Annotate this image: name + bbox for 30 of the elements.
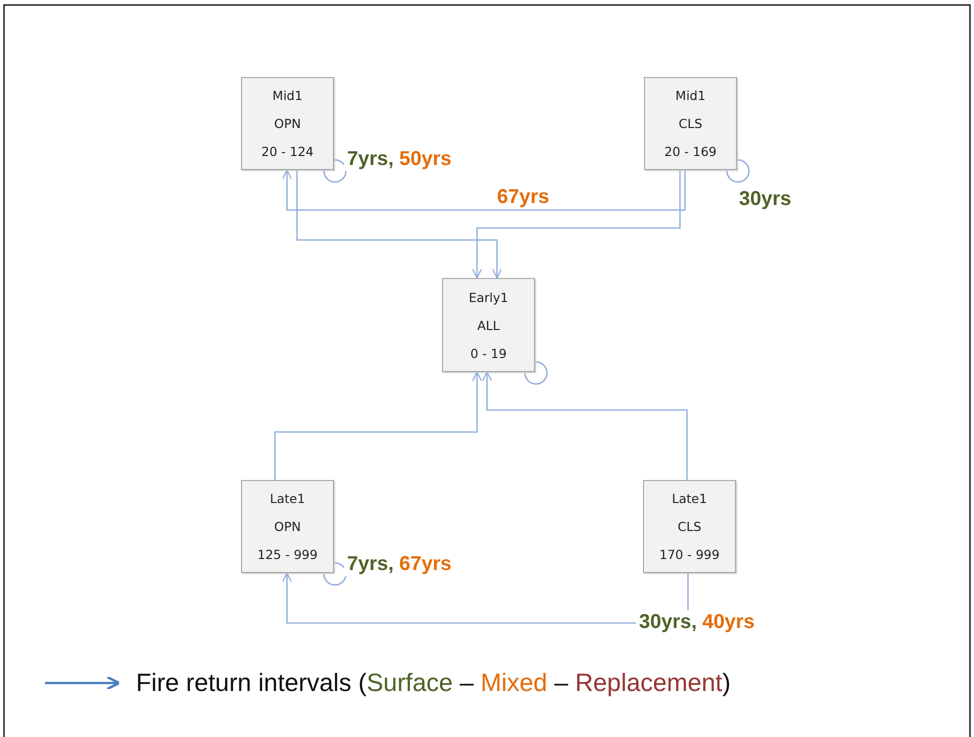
self-loop <box>323 562 347 586</box>
state-text: Late1 <box>270 491 306 506</box>
state-text: OPN <box>274 116 301 131</box>
state-text: CLS <box>678 518 702 534</box>
state-box <box>241 77 334 170</box>
state-text: OPN <box>274 518 301 534</box>
arrow <box>296 170 502 279</box>
self-loop <box>726 159 750 183</box>
state-text: Mid1 <box>272 88 303 104</box>
state-text: 170 - 999 <box>659 546 720 562</box>
arrow <box>482 371 688 480</box>
state-box <box>442 278 535 372</box>
arrow <box>274 371 482 480</box>
state-box <box>241 480 334 573</box>
arrow <box>282 169 686 211</box>
state-box <box>644 77 737 170</box>
state-box <box>643 480 736 573</box>
state-text: 20 - 169 <box>664 144 717 159</box>
state-text: Late1 <box>672 491 708 506</box>
self-loop <box>524 361 548 385</box>
legend-text: Fire return intervals (Surface – Mixed – Replacement) <box>136 668 731 698</box>
self-loop <box>323 159 347 183</box>
state-text: CLS <box>678 116 702 131</box>
state-text: Mid1 <box>675 88 706 104</box>
state-text: Early1 <box>468 290 508 304</box>
state-text: 20 - 124 <box>261 144 314 159</box>
state-text: 125 - 999 <box>257 546 318 562</box>
state-text: 0 - 19 <box>470 346 507 360</box>
arrow <box>472 170 681 279</box>
state-text: ALL <box>477 318 500 332</box>
